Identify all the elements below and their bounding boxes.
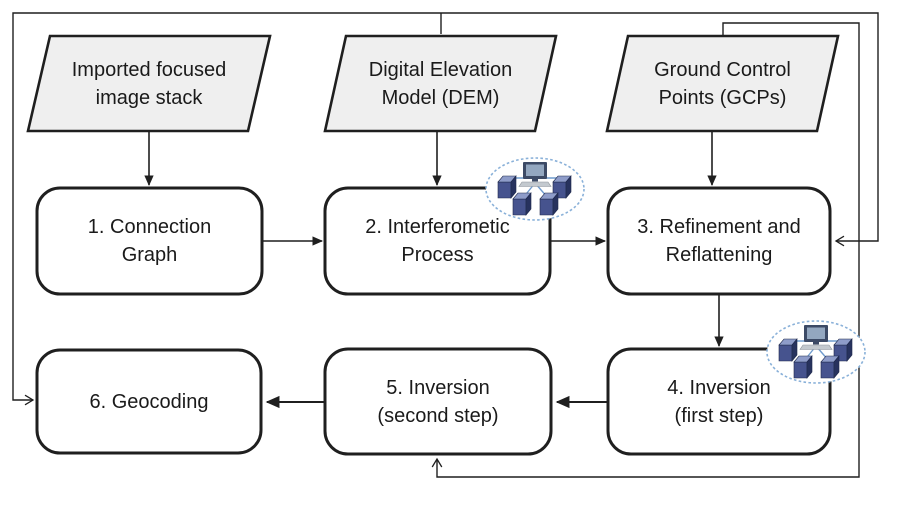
connector-dem-to-geocoding xyxy=(12,12,441,406)
step-box-geocoding xyxy=(35,348,263,455)
step-box-inversion-second xyxy=(323,347,553,456)
step-box-inversion-first xyxy=(606,347,832,456)
input-parallelogram-imported-stack xyxy=(26,34,272,133)
step-box-connection-graph xyxy=(35,186,264,296)
step-box-interferometric-process xyxy=(323,186,552,296)
network-cluster-icon xyxy=(766,320,866,384)
connector-gcp-to-inversion-second xyxy=(431,22,860,478)
input-parallelogram-gcp xyxy=(605,34,840,133)
connector-dem-to-refinement xyxy=(441,12,879,247)
input-parallelogram-dem xyxy=(323,34,558,133)
step-box-refinement-reflattening xyxy=(606,186,832,296)
network-cluster-icon xyxy=(485,157,585,221)
